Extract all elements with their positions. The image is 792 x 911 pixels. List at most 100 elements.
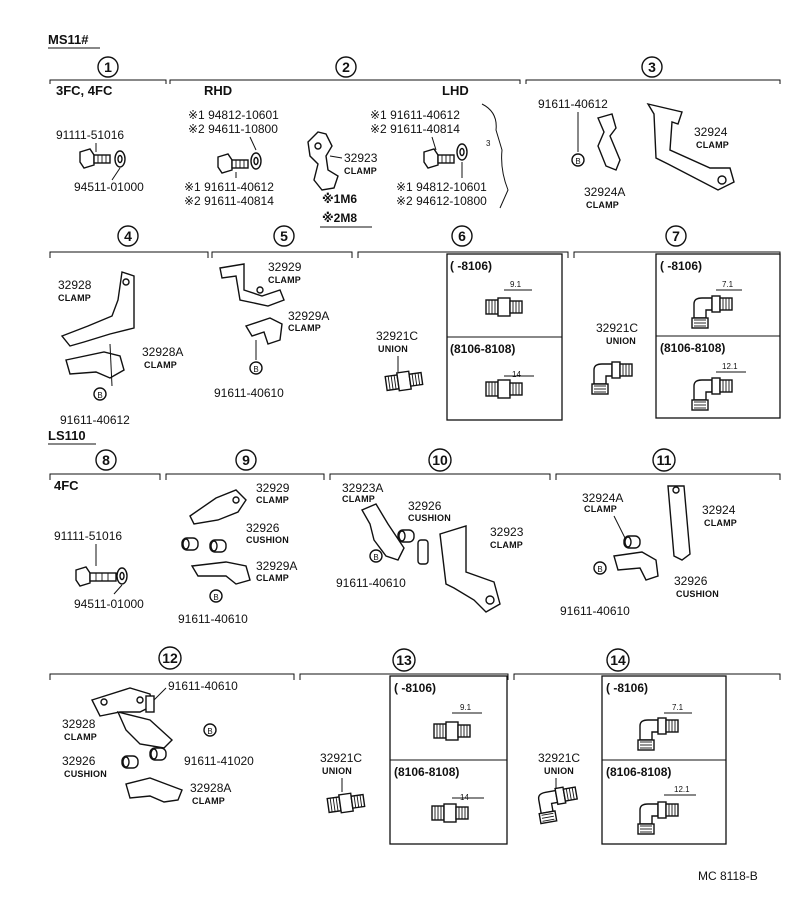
svg-text:UNION: UNION: [544, 766, 574, 776]
part-number-clamp: 32924: [694, 125, 728, 139]
svg-text:UNION: UNION: [322, 766, 352, 776]
svg-text:5: 5: [280, 228, 288, 244]
union-elbow-short-icon: [691, 295, 733, 329]
section-9: 32929 CLAMP 32926 CUSHION 32929A CLAMP B…: [178, 481, 297, 626]
washer-icon: [116, 567, 128, 585]
section-2: RHD LHD ※1 94812-10601 ※2 94611-10800 ※1…: [184, 83, 509, 228]
section-7: 32921C UNION ( -8106) 7.1 (8106-8108) 12…: [591, 253, 781, 419]
clamp-icon: [307, 131, 339, 191]
svg-text:B: B: [253, 365, 258, 374]
union-long-icon: [485, 379, 523, 399]
union-short-icon: [485, 297, 523, 317]
union-short-icon: [433, 721, 471, 741]
union-elbow-icon: [534, 784, 582, 825]
svg-text:CUSHION: CUSHION: [676, 589, 719, 599]
part-number-washer: 94511-01000: [74, 180, 144, 194]
part-number-bolt: 91611-40610: [560, 604, 630, 618]
svg-text:7: 7: [672, 228, 680, 244]
clamp-icon: [439, 525, 501, 613]
svg-text:※2 94611-10800: ※2 94611-10800: [188, 122, 278, 136]
svg-text:B: B: [575, 157, 580, 166]
svg-text:CLAMP: CLAMP: [696, 140, 729, 150]
b-mark: [571, 153, 585, 167]
svg-text:9.1: 9.1: [460, 703, 472, 712]
callout-13: 13: [392, 648, 416, 672]
svg-text:13: 13: [396, 652, 412, 668]
union-long-icon: [431, 803, 469, 823]
svg-text:CLAMP: CLAMP: [192, 796, 225, 806]
part-number-bolt: 91611-40610: [336, 576, 406, 590]
cushion-icon: [623, 535, 641, 549]
svg-text:CUSHION: CUSHION: [408, 513, 451, 523]
svg-text:1: 1: [104, 59, 112, 75]
clamp-icon: [667, 485, 691, 561]
svg-text:9.1: 9.1: [510, 280, 522, 289]
diagram-code: MC 8118-B: [698, 869, 758, 883]
part-number-bolt: 91611-40610: [178, 612, 248, 626]
clamp-a-icon: [244, 317, 283, 345]
svg-text:4: 4: [124, 228, 132, 244]
clamp-icon: [646, 102, 735, 191]
callout-10: 10: [428, 448, 452, 472]
bolt-icon: [145, 695, 155, 713]
svg-text:2: 2: [342, 59, 350, 75]
union-elbow-icon: [591, 361, 633, 395]
part-number-clamp-a: 32929A: [256, 559, 297, 573]
callout-2: 2: [335, 56, 357, 78]
part-number-union: 32921C: [538, 751, 580, 765]
svg-text:B: B: [373, 553, 378, 562]
section-14: 32921C UNION ( -8106) 7.1 (8106-8108) 12…: [534, 675, 727, 845]
callout-5: 5: [273, 225, 295, 247]
svg-text:CLAMP: CLAMP: [586, 200, 619, 210]
part-number-cushion: 32926: [62, 754, 96, 768]
svg-text:12.1: 12.1: [722, 362, 738, 371]
section-bar-row-3: [49, 473, 781, 480]
note-m8: ※2M8: [322, 211, 357, 225]
b-mark: [209, 589, 223, 603]
callout-12: 12: [158, 646, 182, 670]
clamp-icon: [219, 263, 285, 307]
svg-text:※2 91611-40814: ※2 91611-40814: [184, 194, 274, 208]
clamp-a-icon: [190, 561, 251, 585]
svg-text:※1 91611-40612: ※1 91611-40612: [370, 108, 460, 122]
section-12: 91611-40610 32928 CLAMP B 91611-41020 32…: [62, 679, 254, 806]
clamp-icon: [189, 489, 247, 525]
svg-text:3: 3: [486, 139, 491, 148]
svg-text:7.1: 7.1: [722, 280, 734, 289]
svg-text:CLAMP: CLAMP: [288, 323, 321, 333]
svg-text:※1 94812-10601: ※1 94812-10601: [396, 180, 487, 194]
bolt-icon: [217, 153, 249, 174]
part-number-clamp: 32923: [490, 525, 524, 539]
svg-text:( -8106): ( -8106): [660, 259, 702, 273]
svg-text:CLAMP: CLAMP: [256, 495, 289, 505]
section-8: 4FC 91111-51016 94511-01000: [54, 478, 144, 611]
section-bar-row-1: [49, 79, 781, 84]
part-number-cushion: 32926: [408, 499, 442, 513]
callout-4: 4: [117, 225, 139, 247]
svg-text:B: B: [207, 727, 212, 736]
model-label-ls110: LS110: [48, 428, 86, 443]
svg-text:CUSHION: CUSHION: [246, 535, 289, 545]
bolt-icon: [75, 566, 117, 587]
part-number-cushion: 32926: [246, 521, 280, 535]
bolt-icon: [79, 148, 111, 169]
part-number-bolt: 91111-51016: [54, 529, 122, 543]
svg-text:( -8106): ( -8106): [606, 681, 648, 695]
bolt-icon: [423, 148, 455, 169]
svg-text:3: 3: [648, 59, 656, 75]
callout-8: 8: [95, 449, 117, 471]
b-mark: [203, 723, 217, 737]
rhd-label: RHD: [204, 83, 232, 98]
union-elbow-short-icon: [637, 717, 679, 751]
cushion-icon: [397, 529, 415, 543]
b-mark: [93, 387, 107, 401]
part-number-clamp-a: 32928A: [142, 345, 183, 359]
svg-text:(8106-8108): (8106-8108): [660, 341, 725, 355]
union-straight-icon: [384, 368, 424, 394]
part-number-bolt: 91611-40612: [60, 413, 130, 427]
svg-text:CLAMP: CLAMP: [344, 166, 377, 176]
part-number-union: 32921C: [596, 321, 638, 335]
svg-text:B: B: [97, 391, 102, 400]
part-number-clamp: 32928: [58, 278, 92, 292]
